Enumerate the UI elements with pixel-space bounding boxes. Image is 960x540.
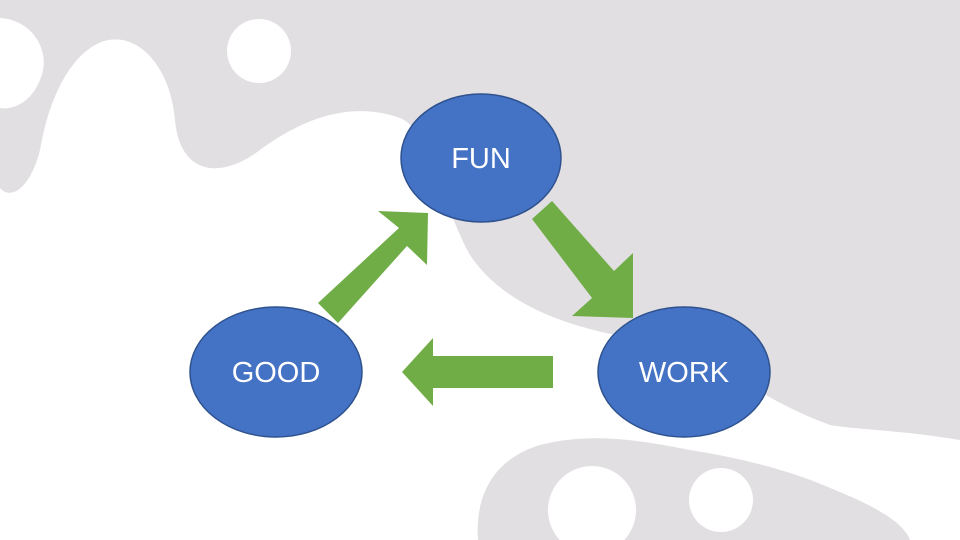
node-good: GOOD xyxy=(189,306,363,438)
node-good-label: GOOD xyxy=(232,357,321,389)
arrow-icon-fun-to-work xyxy=(532,201,633,318)
arrow-icon-work-to-good xyxy=(402,338,553,406)
node-fun-shape xyxy=(400,93,562,223)
white-blob-left xyxy=(0,18,44,109)
white-circle-bottom-right xyxy=(689,468,753,532)
node-fun-label: FUN xyxy=(451,143,511,175)
node-good-shape xyxy=(189,306,363,438)
arrow-icon-good-to-fun xyxy=(318,211,428,323)
node-fun: FUN xyxy=(400,93,562,223)
node-work-label: WORK xyxy=(639,357,730,389)
node-work-shape xyxy=(597,306,771,438)
white-circle-bottom-left xyxy=(548,466,636,540)
cycle-arrows xyxy=(318,201,633,406)
node-work: WORK xyxy=(597,306,771,438)
white-circle-top xyxy=(227,19,291,83)
